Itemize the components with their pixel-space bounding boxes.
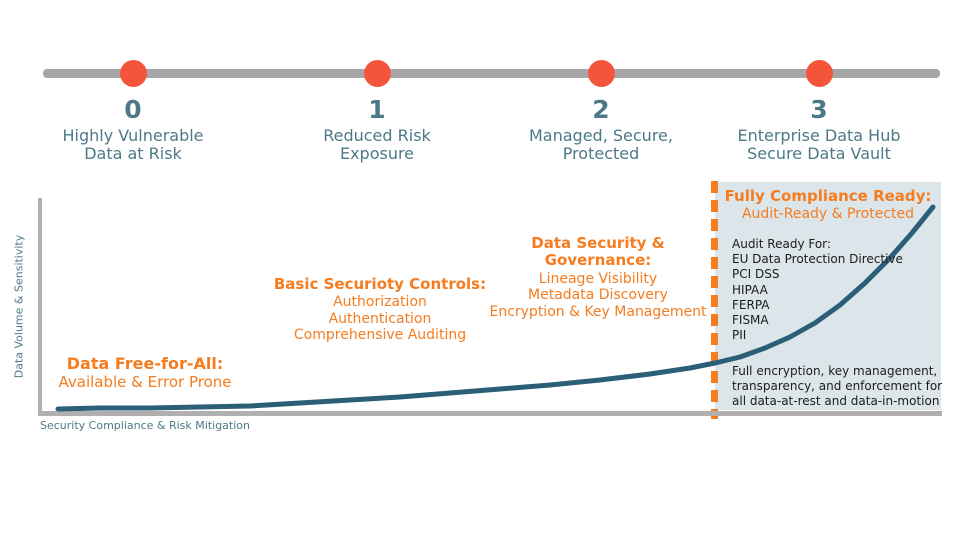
note-basic-security-controls: Basic Securioty Controls: Authorization … <box>262 275 498 344</box>
list-item: HIPAA <box>732 282 768 297</box>
note-body: Audit-Ready & Protected <box>741 206 915 223</box>
stage-0-label: Highly Vulnerable Data at Risk <box>62 125 204 164</box>
note-data-security-governance: Data Security & Governance: Lineage Visi… <box>468 234 728 320</box>
x-axis-line <box>38 411 942 416</box>
note-title: Fully Compliance Ready: <box>724 187 932 205</box>
stage-2-label: Managed, Secure, Protected <box>529 125 673 164</box>
y-axis-label: Data Volume & Sensitivity <box>12 234 26 378</box>
note-title: Data Security & Governance: <box>531 234 665 270</box>
stage-3-label: Enterprise Data Hub Secure Data Vault <box>737 125 901 164</box>
y-axis-line <box>38 198 42 416</box>
stage-3-number: 3 <box>810 95 828 124</box>
timeline-dot-1 <box>364 60 391 87</box>
timeline-dot-0 <box>120 60 147 87</box>
audit-ready-list: Audit Ready For:EU Data Protection Direc… <box>732 237 903 344</box>
list-item: Audit Ready For: <box>732 237 831 251</box>
timeline-bar <box>43 69 940 78</box>
stage-1-number: 1 <box>368 95 386 124</box>
list-item: PII <box>732 328 747 343</box>
note-body: Authorization Authentication Comprehensi… <box>293 294 467 344</box>
note-title: Basic Securioty Controls: <box>273 275 487 293</box>
list-item: PCI DSS <box>732 267 780 282</box>
vault-footer-text: Full encryption, key management, transpa… <box>732 364 943 409</box>
note-body: Lineage Visibility Metadata Discovery En… <box>489 270 707 320</box>
stage-2: 2 Managed, Secure, Protected <box>481 96 721 164</box>
y-axis-label-wrap: Data Volume & Sensitivity <box>10 200 28 412</box>
stage-0: 0 Highly Vulnerable Data at Risk <box>13 96 253 164</box>
note-data-free-for-all: Data Free-for-All: Available & Error Pro… <box>35 354 255 392</box>
timeline-dot-2 <box>588 60 615 87</box>
stage-1-label: Reduced Risk Exposure <box>323 125 431 164</box>
x-axis-label: Security Compliance & Risk Mitigation <box>40 419 250 432</box>
list-item: EU Data Protection Directive <box>732 252 903 267</box>
note-title: Data Free-for-All: <box>66 354 224 373</box>
note-fully-compliance-ready: Fully Compliance Ready: Audit-Ready & Pr… <box>718 187 938 223</box>
timeline-dot-3 <box>806 60 833 87</box>
stage-3: 3 Enterprise Data Hub Secure Data Vault <box>699 96 939 164</box>
stage-1: 1 Reduced Risk Exposure <box>257 96 497 164</box>
note-body: Available & Error Prone <box>58 373 232 392</box>
stage-0-number: 0 <box>124 95 142 124</box>
list-item: FERPA <box>732 297 770 312</box>
list-item: FISMA <box>732 313 769 328</box>
stage-2-number: 2 <box>592 95 610 124</box>
